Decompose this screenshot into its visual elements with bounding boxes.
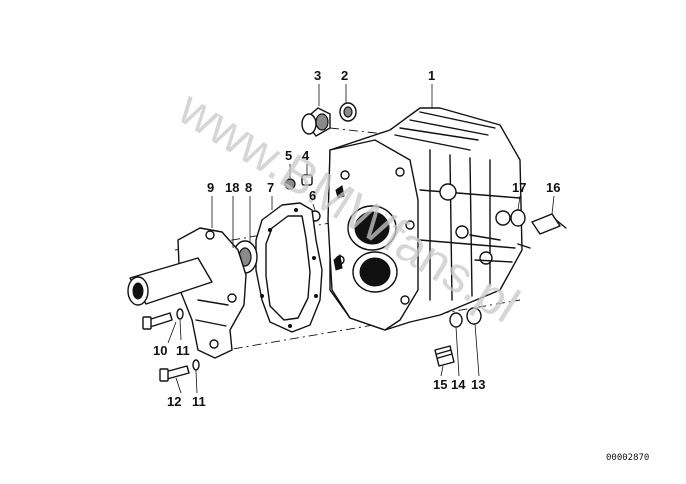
bolts-and-washers xyxy=(142,308,200,382)
callout-label: 2 xyxy=(341,68,348,83)
callout-label: 1 xyxy=(428,68,435,83)
callout-label: 7 xyxy=(267,180,274,195)
callout-label: 17 xyxy=(512,180,526,195)
sensor-part xyxy=(510,209,567,235)
callout-label: 4 xyxy=(302,148,310,163)
callout-label: 16 xyxy=(546,180,560,195)
rear-cover-part xyxy=(127,227,247,359)
callout-label: 6 xyxy=(309,188,316,203)
callout-labels: 1 2 3 4 5 6 7 8 9 10 11 11 12 13 14 15 1… xyxy=(153,68,560,409)
callout-label: 11 xyxy=(176,343,190,358)
callout-label: 18 xyxy=(225,180,239,195)
callout-label: 12 xyxy=(167,394,181,409)
callout-label: 8 xyxy=(245,180,252,195)
callout-label: 11 xyxy=(192,394,206,409)
callout-label: 3 xyxy=(314,68,321,83)
seal-ring-part xyxy=(339,102,357,122)
bushing-part xyxy=(301,107,331,137)
callout-label: 10 xyxy=(153,343,167,358)
document-number: 00002870 xyxy=(606,453,649,463)
callout-label: 9 xyxy=(207,180,214,195)
callout-label: 14 xyxy=(451,377,466,392)
gearbox-housing-part xyxy=(327,107,531,331)
callout-label: 13 xyxy=(471,377,485,392)
drain-plug-parts xyxy=(434,307,482,367)
callout-label: 15 xyxy=(433,377,447,392)
callout-label: 5 xyxy=(285,148,292,163)
gasket-part xyxy=(255,202,323,333)
leader-lines xyxy=(167,84,555,394)
